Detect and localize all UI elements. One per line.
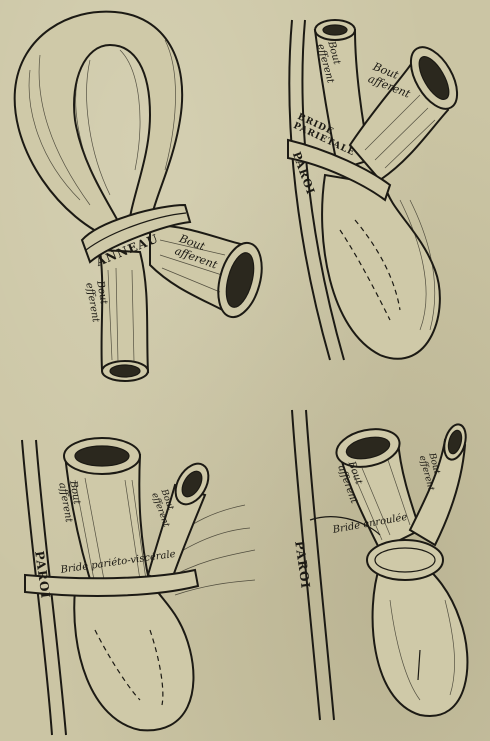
panel-rolled-band: Bout afferent Bout efferent Bride enroul… bbox=[270, 400, 490, 741]
panel-parietal-band: Bout efferent Bout afferent BRIDE PARIET… bbox=[270, 0, 490, 390]
panel-parieto-visceral-band: Bout afferent Bout efferent Bride pariét… bbox=[0, 400, 270, 741]
panel-ring-strangulation: ANNEAU Bout afferent Bout efferent bbox=[0, 0, 270, 390]
ring-loop-illustration bbox=[0, 0, 270, 390]
parietal-band-illustration bbox=[270, 0, 490, 390]
